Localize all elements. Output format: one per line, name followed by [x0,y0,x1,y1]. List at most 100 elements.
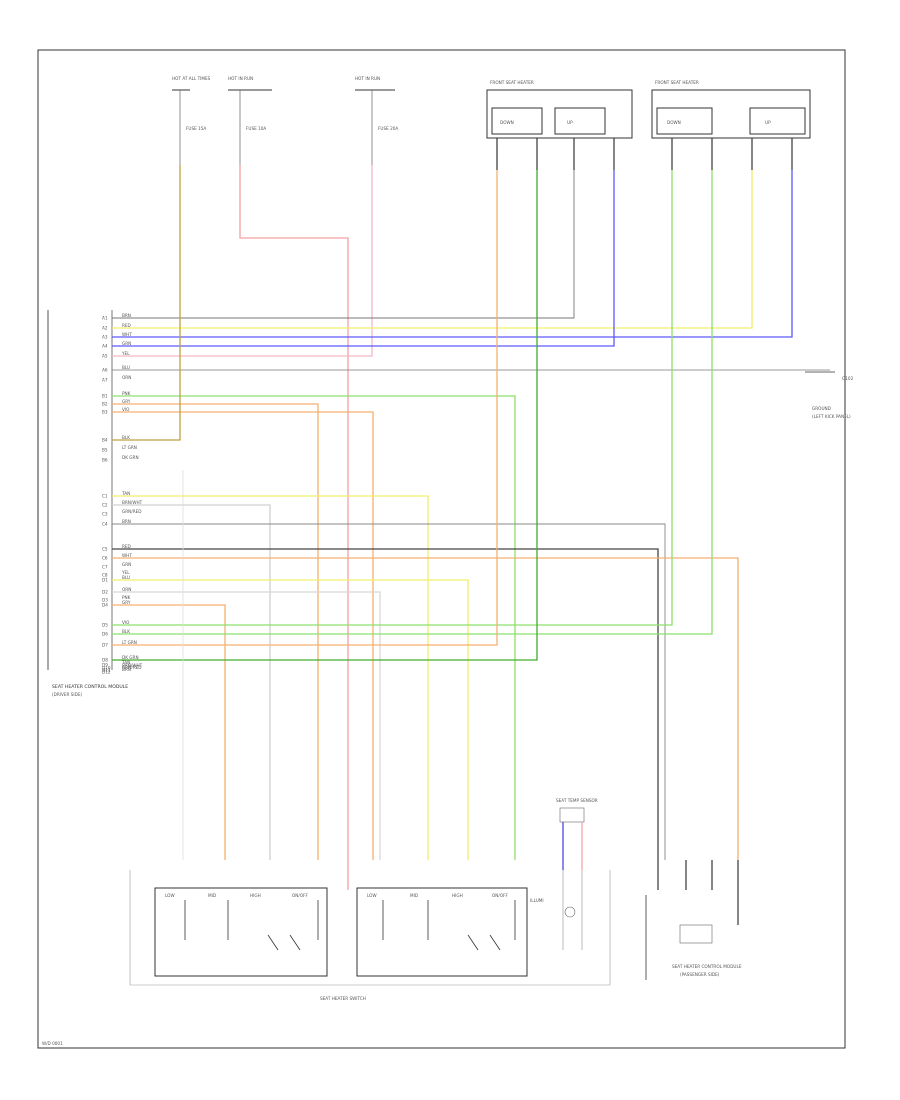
wire-code-label: RED [122,544,131,549]
wire-orange-5 [112,170,498,646]
pin-label: D11 [102,668,111,673]
wire-code-label: GRN [122,341,131,346]
front-seat-left-title: FRONT SEAT HEATER [490,80,534,85]
wire-code-label: YEL [121,570,130,575]
wire-green-4 [112,170,538,661]
pin-label: A4 [102,344,108,349]
power-source-3: HOT IN RUN FUSE 20A [355,76,398,165]
wire-code-label: TAN [121,660,130,665]
switch-cell-7: HIGH [452,893,463,898]
wire-blue-top [112,170,793,338]
wire-orange-1 [112,403,319,860]
pin-label: B2 [102,402,108,407]
svg-text:DOWN: DOWN [667,120,681,125]
wire-code-label: BLK [122,629,130,634]
power-source-1: HOT AT ALL TIMES FUSE 15A [172,76,211,165]
ground-label: GROUND [812,406,831,411]
pin-label: C8 [102,573,108,578]
wire-code-label: YEL [121,351,130,356]
wire-orange-2 [112,411,374,860]
wire-green-2 [112,170,673,626]
wire-code-label: BRN [122,519,131,524]
wire-code-label: WHT [122,332,132,337]
wire-code-label: DK GRN [122,455,139,460]
pin-label: B5 [102,448,108,453]
front-seat-heater-left: FRONT SEAT HEATER DOWN UP [486,80,633,139]
pin-label: D1 [102,578,108,583]
pin-label: D7 [102,643,108,648]
pin-label: A2 [102,326,108,331]
switch-cell-2: MID [208,893,216,898]
switch-contacts-left [184,900,319,951]
pin-label: B1 [102,394,108,399]
wire-blue-2 [112,170,615,347]
pin-label: A3 [102,335,108,340]
wire-red-1 [239,165,349,890]
wire-code-label: PNK [122,595,131,600]
pin-label: D12 [102,670,111,675]
wire-code-label: GRY [122,600,131,605]
hot-label-1: HOT AT ALL TIMES [172,76,211,81]
wire-green-3 [112,170,713,635]
wire-code-label: RED [122,323,131,328]
wire-code-label: BLU [122,575,130,580]
wire-yellow-2 [112,495,429,860]
pin-label: B4 [102,438,108,443]
diagram-frame [37,49,846,1049]
seat-temp-sensor: SEAT TEMP SENSOR ILLUMI [530,798,598,950]
wire-code-label: BLK [122,435,130,440]
pin-label: D3 [102,598,108,603]
control-module-connector: SEAT HEATER CONTROL MODULE (DRIVER SIDE) [47,310,128,697]
switch-cell-1: LOW [165,893,175,898]
wire-code-label: BRN/WHT [122,663,143,668]
pin-label: B6 [102,458,108,463]
pin-label: C6 [102,556,108,561]
wire-code-label: GRN/RED [122,665,141,670]
switch-cell-5: LOW [367,893,377,898]
ground-code: G102 [842,376,854,381]
right-control-module: SEAT HEATER CONTROL MODULE (PASSENGER SI… [645,860,742,980]
wire-code-label: GRN/RED [122,509,141,514]
pin-label: C3 [102,512,108,517]
wire-code-label: VIO [122,620,130,625]
wire-gray-top [112,170,575,319]
front-seat-heater-right: FRONT SEAT HEATER DOWN UP [651,80,811,139]
switch-cell-4: ON/OFF [292,893,309,898]
wire-code-label: GRY [122,399,131,404]
pin-label: D4 [102,603,108,608]
fuse-label-3: FUSE 20A [378,126,398,131]
wire-code-label: GRN [122,562,131,567]
module-title: SEAT HEATER CONTROL MODULE [52,684,128,690]
switch-cell-8: ON/OFF [492,893,509,898]
pin-label: D5 [102,623,108,628]
pin-label: C7 [102,565,108,570]
wire-code-label: LT GRN [122,640,137,645]
wire-dark-1 [112,548,659,860]
wire-green-1 [112,395,516,860]
wire-olive-1 [112,165,181,441]
pin-label: C5 [102,547,108,552]
power-source-2: HOT IN RUN FUSE 10A [228,76,272,165]
pin-label: D10 [102,666,111,671]
hot-label-3: HOT IN RUN [355,76,380,81]
wire-ltgray-1 [112,504,271,860]
pin-label: A6 [102,368,108,373]
wire-ltgray-2 [112,591,381,860]
pin-label: B3 [102,410,108,415]
switch-cell-6: MID [410,893,418,898]
pin-label: D9 [102,663,108,668]
svg-text:DOWN: DOWN [500,120,514,125]
pin-label: A1 [102,316,108,321]
wire-code-label: DK GRN [122,655,139,660]
pin-label: C4 [102,522,108,527]
switch-contacts-right [382,900,516,951]
wire-code-label: WHT [122,553,132,558]
fuse-label-2: FUSE 10A [246,126,266,131]
sensor-title: SEAT TEMP SENSOR [556,798,598,803]
wire-yellow-top [112,170,753,329]
wire-code-label: ORN [122,375,131,380]
pin-label: D6 [102,632,108,637]
svg-text:ILLUMI: ILLUMI [530,898,544,903]
